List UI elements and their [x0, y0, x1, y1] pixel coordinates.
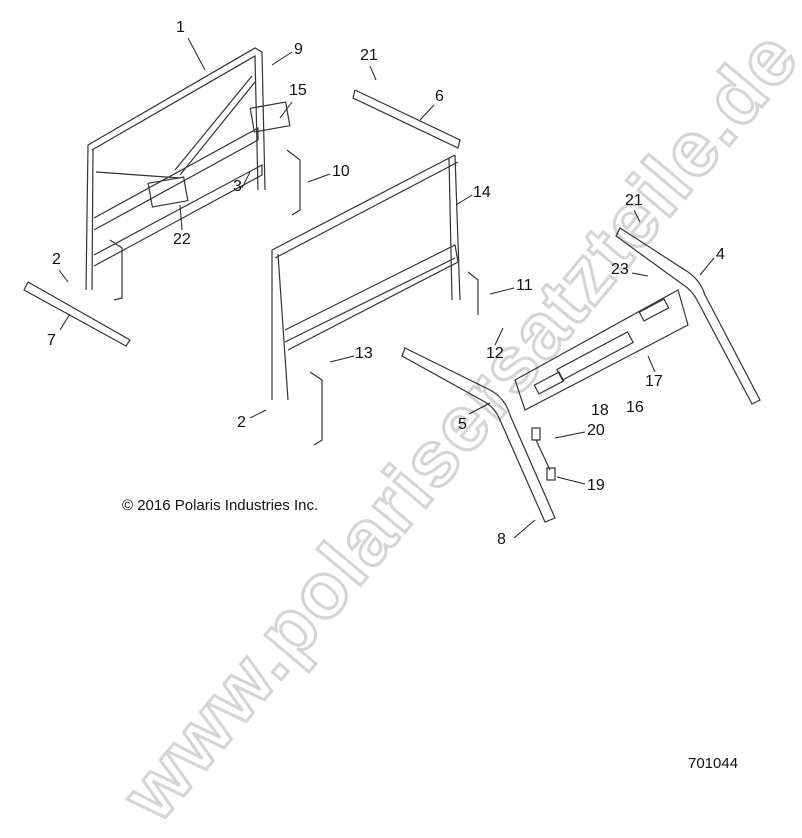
- callout-17: 17: [645, 373, 663, 390]
- callout-8: 8: [497, 531, 506, 548]
- callout-5: 5: [458, 416, 467, 433]
- callout-2b: 2: [237, 414, 246, 431]
- side-tube-part: [23, 281, 131, 347]
- front-cab-frame-part: [85, 47, 301, 301]
- document-number: 701044: [688, 755, 739, 772]
- callout-19: 19: [587, 477, 605, 494]
- parts-illustration: [23, 37, 761, 539]
- rear-cab-frame-part: [271, 154, 479, 446]
- upper-rail-part: [352, 89, 461, 149]
- callout-12: 12: [486, 345, 504, 362]
- rear-right-roll-bar-part: [615, 227, 761, 405]
- callout-6: 6: [435, 88, 444, 105]
- callout-14: 14: [473, 184, 491, 201]
- callout-23: 23: [611, 261, 629, 278]
- bracket-part: [531, 427, 556, 481]
- callout-7: 7: [47, 332, 56, 349]
- callout-13: 13: [355, 345, 373, 362]
- callout-16: 16: [626, 399, 644, 416]
- copyright-notice: © 2016 Polaris Industries Inc.: [122, 497, 319, 514]
- callout-21b: 21: [625, 192, 643, 209]
- callout-2: 2: [52, 251, 61, 268]
- cross-panel-part: [514, 289, 689, 411]
- callout-11: 11: [516, 277, 533, 294]
- parts-diagram: www.polarisersatzteile.de: [23, 12, 802, 838]
- callout-15: 15: [289, 82, 307, 99]
- callout-1: 1: [176, 19, 185, 36]
- callout-18: 18: [591, 402, 609, 419]
- callout-10: 10: [332, 163, 350, 180]
- callout-22: 22: [173, 231, 191, 248]
- callout-4: 4: [716, 246, 725, 263]
- callout-21: 21: [360, 47, 378, 64]
- callout-20: 20: [587, 422, 605, 439]
- callout-3: 3: [233, 178, 242, 195]
- callout-9: 9: [294, 41, 303, 58]
